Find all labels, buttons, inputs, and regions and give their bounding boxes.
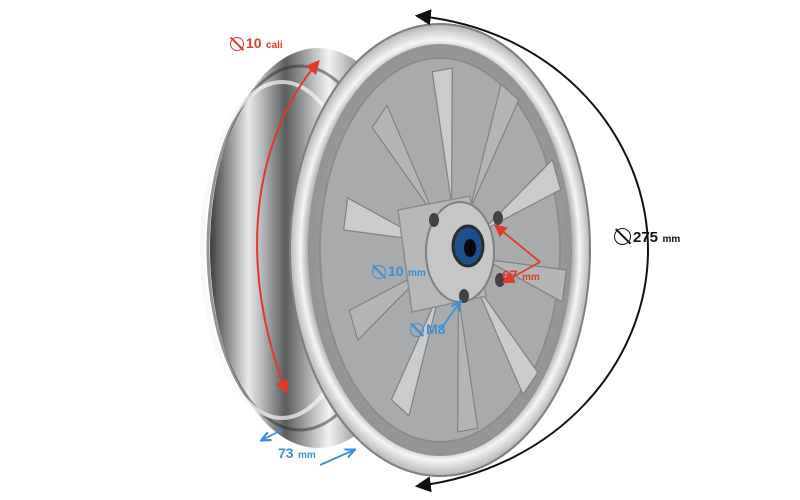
wheel-spokes [343,67,567,433]
rim-width-arrow-right [319,450,354,466]
spoke [457,295,479,433]
bolt-hole-label: M8 [410,322,445,338]
rim-size-label: 10 cali [230,36,283,52]
rim-width-label: 73 mm [278,445,316,461]
bolt-hole-arrow [439,302,460,331]
bolt-spacing-label: 67 mm [502,267,540,283]
diameter-icon [410,323,424,337]
diameter-icon [230,37,244,51]
spoke [431,67,453,205]
bolt-spacing-arrow-bottom [501,261,541,284]
spoke [484,258,567,303]
spoke [481,158,562,232]
axle-diameter-label: 10 mm [372,264,426,280]
diameter-icon [372,265,386,279]
bolt-spacing-arrow-top [494,224,541,263]
rim-size-arrow [256,59,320,395]
diameter-icon [614,228,631,245]
spoke [469,83,520,211]
rim-width-arrow-left [262,429,283,440]
outer-diameter-arrow [414,9,650,493]
outer-diameter-label: 275 mm [614,228,680,246]
spoke [474,283,539,396]
